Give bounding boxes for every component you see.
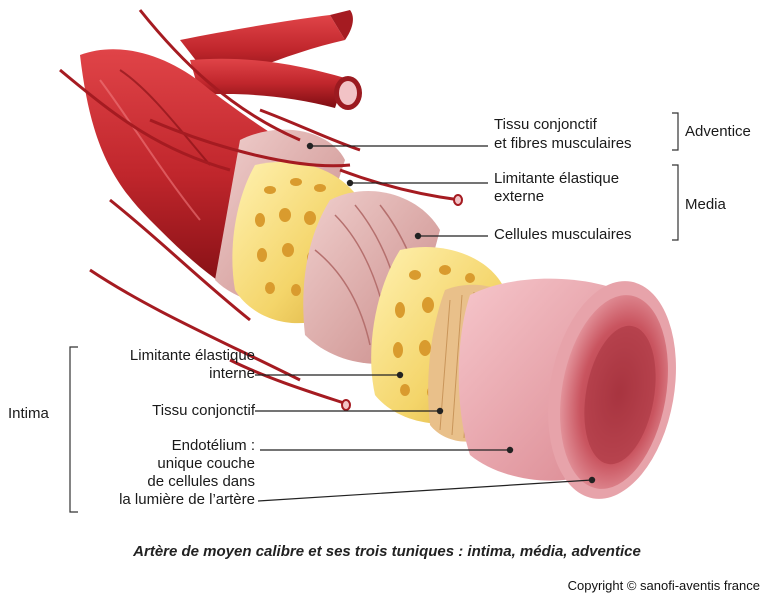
group-intima: Intima: [8, 405, 49, 422]
label-endothelium-3: de cellules dans: [147, 473, 255, 490]
copyright-notice: Copyright © sanofi-aventis france: [567, 578, 760, 593]
vasa-vasorum: [59, 9, 461, 407]
label-internal-lamina-1: Limitante élastique: [129, 347, 255, 364]
branch-vessel: [180, 10, 362, 110]
label-endothelium-4: la lumière de l’artère: [119, 491, 255, 508]
label-endothelium-2: unique couche: [157, 455, 255, 472]
label-external-lamina-1: Limitante élastique: [494, 170, 620, 187]
vessel-end-2: [341, 399, 351, 411]
label-internal-lamina-2: interne: [209, 365, 255, 382]
label-external-lamina-2: externe: [494, 188, 545, 205]
brackets: [69, 112, 679, 513]
label-muscle-cells: Cellules musculaires: [494, 226, 632, 243]
vessel-end-1: [453, 194, 463, 206]
figure-caption: Artère de moyen calibre et ses trois tun…: [133, 543, 641, 560]
artery-lumen: [548, 281, 676, 499]
group-media: Media: [685, 196, 726, 213]
label-endothelium-1: Endotélium :: [171, 437, 255, 454]
leader-lines: [255, 145, 593, 502]
label-intima-tissue: Tissu conjonctif: [152, 402, 255, 419]
group-adventice: Adventice: [685, 123, 751, 140]
leader-dots: [306, 142, 596, 484]
label-adventice-tissue-1: Tissu conjonctif: [494, 116, 597, 133]
label-adventice-tissue-2: et fibres musculaires: [494, 135, 632, 152]
